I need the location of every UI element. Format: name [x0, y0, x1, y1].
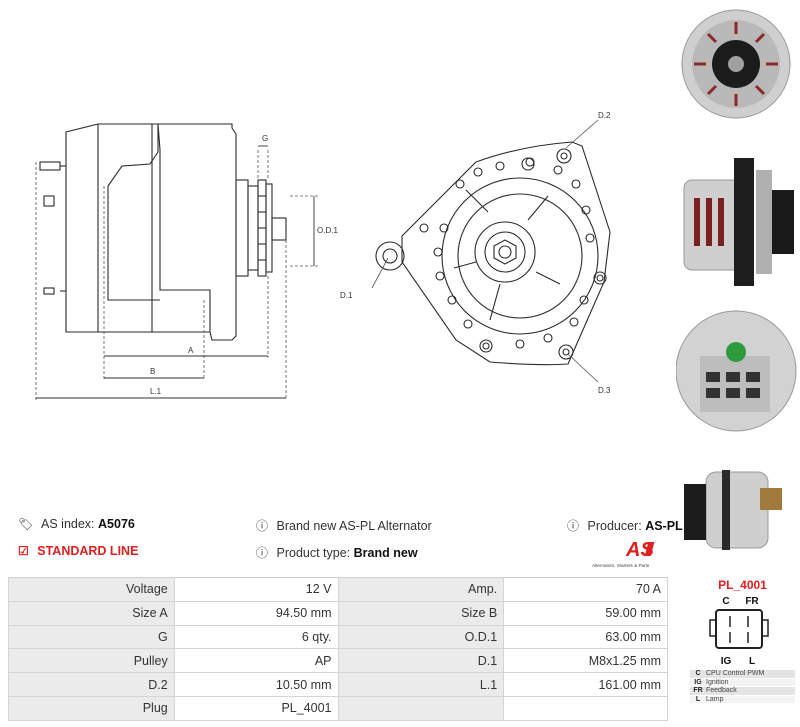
- plug-diagram: PL_4001 C FR IG L C CPU Control PWM IG I…: [690, 578, 795, 723]
- plug-title: PL_4001: [718, 578, 767, 592]
- plug-connector: C FR IG L: [709, 596, 769, 667]
- table-row: Pulley AP D.1 M8x1.25 mm: [8, 648, 668, 674]
- table-row: Plug PL_4001: [8, 695, 668, 721]
- info-icon: ⓘ: [256, 546, 269, 560]
- spec-key: Pulley: [8, 648, 175, 674]
- info-icon: ⓘ: [256, 519, 269, 533]
- dim-label-b: B: [150, 367, 155, 376]
- standard-line-label: STANDARD LINE: [37, 544, 139, 558]
- spec-key: Amp.: [337, 577, 505, 602]
- pin-fr: FR: [745, 596, 759, 607]
- as-index-value: A5076: [98, 517, 135, 531]
- producer-info: ⓘ Producer: AS-PL: [567, 517, 683, 534]
- product-type-value: Brand new: [353, 546, 418, 560]
- producer-label: Producer:: [587, 519, 642, 533]
- brand-new-info: ⓘ Brand new AS-PL Alternator: [256, 517, 432, 534]
- spec-value: M8x1.25 mm: [503, 648, 668, 674]
- legend-code: IG: [694, 678, 702, 686]
- spec-key: Size B: [337, 600, 505, 626]
- spec-key: G: [8, 624, 175, 650]
- pin-l: L: [749, 656, 755, 667]
- logo-tagline: Alternators, Starters & Parts: [592, 563, 650, 568]
- spec-value: AP: [173, 648, 339, 674]
- pin-c: C: [722, 596, 729, 607]
- spec-key: L.1: [337, 672, 505, 697]
- photo-side[interactable]: [676, 150, 798, 295]
- producer-value: AS-PL: [645, 519, 683, 533]
- product-photos: [672, 0, 800, 560]
- spec-value: 161.00 mm: [503, 672, 668, 697]
- dim-label-d1: D.1: [340, 291, 353, 300]
- spec-key: Size A: [8, 600, 175, 626]
- photo-rear[interactable]: [676, 296, 798, 446]
- legend-desc: CPU Control PWM: [706, 670, 765, 678]
- as-pl-logo: AS Alternators, Starters & Parts: [592, 539, 654, 568]
- as-index: 🏷︎ AS index: A5076: [18, 517, 135, 531]
- legend-code: FR: [693, 687, 703, 695]
- product-type-label: Product type:: [276, 546, 351, 560]
- dim-label-l1: L.1: [150, 387, 162, 396]
- dim-label-a: A: [188, 346, 194, 355]
- legend-desc: Ignition: [706, 678, 729, 686]
- legend-desc: Feedback: [706, 687, 737, 695]
- tag-icon: 🏷︎: [18, 517, 34, 531]
- list-item: FR Feedback: [690, 687, 795, 696]
- list-item: IG Ignition: [690, 678, 795, 687]
- spec-value: 70 A: [503, 577, 668, 602]
- spec-key: D.2: [8, 672, 175, 697]
- legend-code: C: [695, 670, 701, 678]
- spec-key: D.1: [337, 648, 505, 674]
- list-item: L Lamp: [690, 695, 795, 704]
- spec-key: [337, 695, 505, 721]
- dim-label-od1: O.D.1: [317, 226, 338, 235]
- legend-desc: Lamp: [706, 695, 724, 703]
- spec-value: 63.00 mm: [503, 624, 668, 650]
- dim-label-g: G: [262, 134, 268, 143]
- photo-front[interactable]: [676, 4, 798, 124]
- table-row: G 6 qty. O.D.1 63.00 mm: [8, 624, 668, 650]
- spec-value: 12 V: [173, 577, 339, 602]
- table-row: Voltage 12 V Amp. 70 A: [8, 577, 668, 602]
- info-icon: ⓘ: [567, 519, 580, 533]
- side-view-outline: [65, 123, 237, 341]
- spec-key: Plug: [8, 695, 175, 721]
- legend-code: L: [695, 695, 701, 703]
- side-view-inner: [107, 123, 211, 332]
- spec-value: [503, 695, 668, 721]
- checkbox-checked-icon: ☑: [18, 544, 29, 558]
- product-type: ⓘ Product type: Brand new: [256, 544, 418, 561]
- list-item: C CPU Control PWM: [690, 670, 795, 679]
- pin-ig: IG: [721, 656, 732, 667]
- technical-drawing: A B L.1 G O.D.1 D.1 D.2 D.3: [35, 111, 611, 400]
- spec-value: PL_4001: [173, 695, 339, 721]
- spec-key: Voltage: [8, 577, 175, 602]
- brand-new-text: Brand new AS-PL Alternator: [276, 519, 432, 533]
- table-row: D.2 10.50 mm L.1 161.00 mm: [8, 672, 668, 697]
- as-index-label: AS index:: [41, 517, 95, 531]
- spec-value: 59.00 mm: [503, 600, 668, 626]
- spec-value: 6 qty.: [173, 624, 339, 650]
- spec-key: O.D.1: [337, 624, 505, 650]
- photo-angle[interactable]: [676, 458, 798, 558]
- spec-value: 94.50 mm: [173, 600, 339, 626]
- plug-legend: C CPU Control PWM IG Ignition FR Feedbac…: [690, 670, 795, 704]
- standard-line: ☑ STANDARD LINE: [18, 544, 138, 558]
- spec-value: 10.50 mm: [173, 672, 339, 697]
- front-view: [375, 141, 611, 366]
- dim-label-d3: D.3: [598, 386, 611, 395]
- dim-label-d2: D.2: [598, 111, 611, 120]
- table-row: Size A 94.50 mm Size B 59.00 mm: [8, 600, 668, 626]
- spec-table: Voltage 12 V Amp. 70 A Size A 94.50 mm S…: [8, 577, 668, 721]
